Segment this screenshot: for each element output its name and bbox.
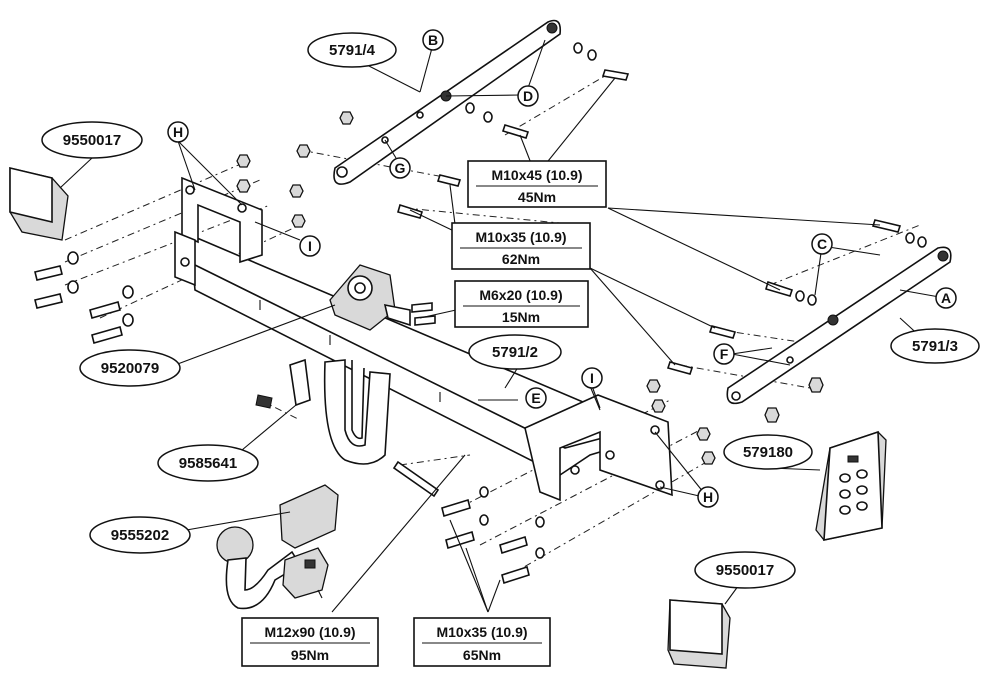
letter-callouts: B D G H I E I H C A F xyxy=(167,29,957,508)
side-arm-right xyxy=(726,246,952,405)
spec-m6x20-torque: 15Nm xyxy=(502,309,540,325)
spec-m10x45-bolt: M10x45 (10.9) xyxy=(491,167,582,183)
label-9550017-bottom: 9550017 xyxy=(716,562,774,579)
label-9585641: 9585641 xyxy=(179,455,237,472)
spec-m6x20-bolt: M6x20 (10.9) xyxy=(479,287,562,303)
label-9550017-top: 9550017 xyxy=(63,132,121,149)
spec-m10x35-top-torque: 62Nm xyxy=(502,251,540,267)
letter-d: D xyxy=(523,88,533,104)
letter-e: E xyxy=(531,390,540,406)
spec-m10x35-top: M10x35 (10.9) 62Nm xyxy=(451,222,591,270)
label-5791-4: 5791/4 xyxy=(329,42,376,59)
spec-m10x45-torque: 45Nm xyxy=(518,189,556,205)
letter-f: F xyxy=(720,346,729,362)
side-arm-left xyxy=(333,19,562,185)
small-bracket xyxy=(255,358,311,409)
pad-bottom-right xyxy=(667,599,731,669)
label-9520079: 9520079 xyxy=(101,360,159,377)
letter-g: G xyxy=(395,160,406,176)
spec-m10x45: M10x45 (10.9) 45Nm xyxy=(467,160,607,208)
callout-579180: 579180 xyxy=(723,434,813,470)
callout-9550017-bottom: 9550017 xyxy=(694,551,796,589)
spec-m12x90-torque: 95Nm xyxy=(291,647,329,663)
ball-hitch xyxy=(216,484,339,610)
spec-m10x35-top-bolt: M10x35 (10.9) xyxy=(475,229,566,245)
instruction-card xyxy=(815,430,887,541)
callout-9555202: 9555202 xyxy=(89,516,191,554)
label-5791-2: 5791/2 xyxy=(492,344,538,361)
label-9555202: 9555202 xyxy=(111,527,169,544)
main-crossbeam xyxy=(174,176,673,502)
label-579180: 579180 xyxy=(743,444,793,461)
letter-h-left: H xyxy=(173,124,183,140)
callout-9550017-top: 9550017 xyxy=(41,121,143,159)
callout-5791-3: 5791/3 xyxy=(890,328,980,364)
spec-m10x35-bottom: M10x35 (10.9) 65Nm xyxy=(413,617,551,667)
callout-5791-2: 5791/2 xyxy=(468,334,562,370)
callout-5791-4: 5791/4 xyxy=(307,32,397,68)
label-5791-3: 5791/3 xyxy=(912,338,958,355)
pad-top-left xyxy=(9,166,69,241)
fasteners xyxy=(34,42,927,585)
spec-m12x90: M12x90 (10.9) 95Nm xyxy=(241,617,379,667)
spec-m10x35-bottom-torque: 65Nm xyxy=(463,647,501,663)
spec-m12x90-bolt: M12x90 (10.9) xyxy=(264,624,355,640)
letter-h-right: H xyxy=(703,489,713,505)
letter-i-right: I xyxy=(590,370,594,386)
spec-m10x35-bottom-bolt: M10x35 (10.9) xyxy=(436,624,527,640)
letter-b: B xyxy=(428,32,438,48)
letter-c: C xyxy=(817,236,827,252)
spec-m6x20: M6x20 (10.9) 15Nm xyxy=(454,280,589,328)
callout-9585641: 9585641 xyxy=(157,444,259,482)
letter-i-left: I xyxy=(308,238,312,254)
letter-a: A xyxy=(941,290,951,306)
callout-9520079: 9520079 xyxy=(79,349,181,387)
